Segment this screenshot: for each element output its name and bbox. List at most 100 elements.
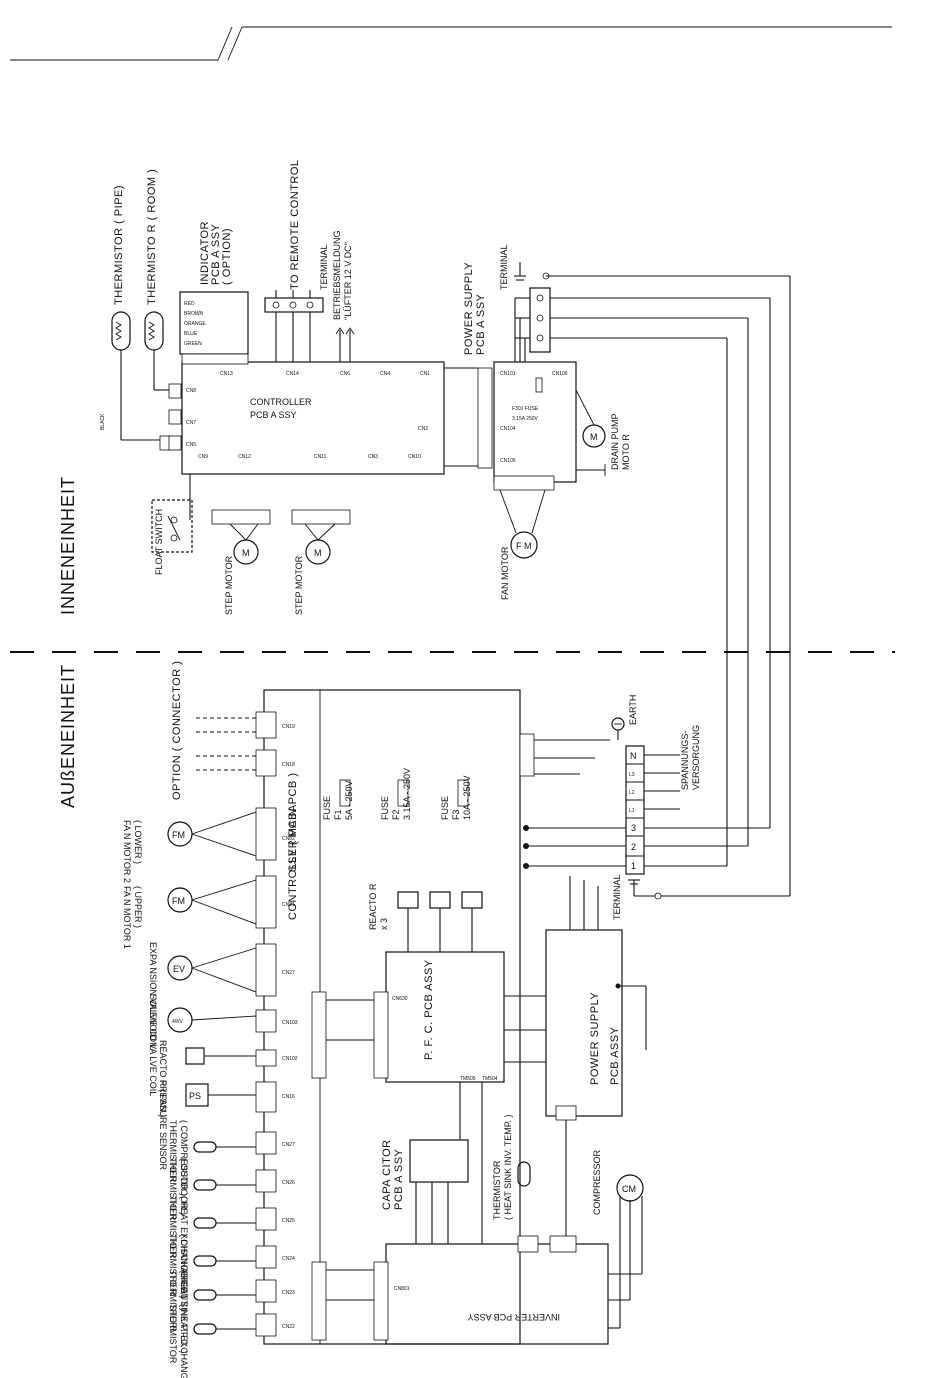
svg-text:CN25: CN25: [282, 1218, 295, 1224]
fuse-f1-label: FUSEF15A - 250V: [322, 780, 354, 820]
indoor-power-supply-label: POWER SUPPLYPCB A SSY: [463, 262, 487, 355]
svg-text:CN10: CN10: [408, 454, 421, 460]
main-pcb-label: SSY ( MAIN PCB ): [287, 773, 299, 872]
svg-text:CN3: CN3: [368, 454, 378, 460]
svg-text:CN8: CN8: [186, 388, 196, 394]
svg-text:F M: F M: [516, 541, 532, 551]
svg-text:CN16: CN16: [282, 1094, 295, 1100]
indoor-fan-motor: F M: [493, 475, 555, 559]
svg-text:CN24: CN24: [282, 1256, 295, 1262]
svg-text:CN11: CN11: [314, 454, 327, 460]
option-connectors: CN19 CN18: [196, 711, 295, 777]
indoor-power-supply-pcb: CN101 CN104 CN105 CN106 F301 FUSE 3.15A …: [477, 361, 577, 483]
outdoor-cn101: [519, 733, 626, 869]
indicator-label: INDICATORPCB A SSY( OPTION): [199, 221, 233, 285]
indoor-title: INNENEINHEIT: [58, 476, 78, 615]
float-switch: [151, 474, 193, 553]
svg-text:CM: CM: [622, 1184, 636, 1194]
fuse-f3-label: FUSEF310A - 250V: [440, 775, 472, 820]
svg-text:CN18: CN18: [282, 762, 295, 768]
svg-text:CN2: CN2: [418, 426, 428, 432]
svg-text:FM: FM: [172, 896, 185, 906]
svg-text:L1: L1: [629, 808, 635, 814]
outdoor-title: AUßENEINHEIT: [58, 664, 78, 808]
svg-text:M: M: [590, 432, 598, 442]
header-rule: [10, 26, 892, 61]
svg-text:CN81: CN81: [282, 902, 295, 908]
inverter-pcb: CN801: [385, 1243, 609, 1345]
svg-text:4WV: 4WV: [172, 1019, 184, 1025]
thermistor-compressor-label: THERMISTO R( COMPRESSOR ): [168, 1120, 189, 1196]
pfc-label: P. F. C. PCB ASSY: [423, 959, 435, 1060]
outdoor-controller-pcb: CONTROLLER PCBA SSY ( MAIN PCB ): [263, 689, 521, 1345]
betriebsmeldung-label: BETRIEBSMELDUNG"LÜFTER 12 V DC": [332, 230, 353, 320]
svg-text:BLACK: BLACK: [100, 413, 106, 430]
thermistor-discharge-label: THERMISTO R( DISCHARGE ): [168, 1234, 189, 1299]
heatsink-thermistor: [517, 1161, 577, 1253]
capacitor-label: CAPA CITORPCB A SSY: [381, 1139, 405, 1210]
svg-text:BROWN: BROWN: [184, 311, 204, 317]
compressor: CM: [608, 1174, 644, 1329]
svg-text:CN14: CN14: [286, 371, 299, 377]
step-motor-2-label: STEP MOTOR: [294, 555, 304, 615]
remote-control-label: TO REMOTE CONTROL: [289, 159, 301, 290]
fan-motor-1-label: FA N MOTOR 1( UPPER ): [122, 886, 143, 949]
svg-text:CN5: CN5: [186, 442, 196, 448]
svg-text:CN106: CN106: [552, 371, 568, 377]
indoor-left-pins: [159, 383, 182, 451]
svg-text:3.15A 250V: 3.15A 250V: [512, 416, 539, 422]
step-motor-1: M: [211, 509, 271, 565]
svg-text:CN19: CN19: [282, 724, 295, 730]
heatsink-thermistor-label: THERMISTOR( HEAT SINK INV. TEMP. ): [492, 1114, 513, 1220]
remote-control-terminal: [264, 290, 324, 362]
terminal-remote-label: TERMINAL: [319, 244, 329, 290]
svg-text:EV: EV: [173, 964, 185, 974]
main-terminal-block: N L3 L2 L1 3 2 1: [625, 745, 790, 900]
svg-text:1: 1: [631, 861, 636, 871]
svg-text:CN104: CN104: [500, 426, 516, 432]
thermistor-outdoor-label: THERMISTO R( OUTDOOR ): [168, 1158, 189, 1220]
outdoor-component-list: FM CN82 FM CN81 EV CN27 4WV CN103 CN102 …: [167, 807, 298, 1337]
pressure-sensor-label: PRESSURE SENSOR: [158, 1080, 168, 1171]
outdoor-power-supply-pcb: [545, 929, 623, 1121]
inverter-label: INVERTER PCB ASSY: [468, 1312, 560, 1322]
step-motor-2: M: [291, 509, 351, 565]
thermistor-room: [144, 311, 169, 391]
svg-text:3: 3: [631, 823, 636, 833]
step-motor-1-label: STEP MOTOR: [224, 555, 234, 615]
pfc-pcb: CN630 TM505 TM504: [385, 951, 505, 1083]
svg-text:CN27: CN27: [282, 970, 295, 976]
svg-text:M: M: [314, 548, 322, 558]
indicator-pcb: RED BROWN ORANGE BLUE GREEN: [179, 291, 249, 365]
indoor-terminal-block: [514, 262, 791, 896]
solenoid-valve-label: SOLENOID VA LVE COIL: [148, 994, 158, 1096]
svg-text:CN9: CN9: [198, 454, 208, 460]
spannung-label: SPANNUNGS-VERSORGUNG: [680, 725, 701, 790]
reactor-fan-label: REACTO R ( FAN ): [158, 1040, 168, 1117]
svg-text:F301 FUSE: F301 FUSE: [512, 406, 539, 412]
svg-text:N: N: [630, 751, 637, 761]
svg-text:2: 2: [631, 842, 636, 852]
svg-text:FM: FM: [172, 830, 185, 840]
svg-text:ORANGE: ORANGE: [184, 321, 206, 327]
betriebsmeldung-terminal: [335, 327, 355, 362]
reactor-label: REACTO Rx 3: [368, 883, 389, 930]
svg-text:RED: RED: [184, 301, 195, 307]
svg-text:TM504: TM504: [482, 1076, 498, 1082]
float-switch-label: FLOAT SWITCH: [154, 509, 164, 575]
thermistor-hx-out-label: THERMISTO R( HEAT EXCHANGER OUT ): [168, 1196, 189, 1311]
earth-label: EARTH: [628, 695, 638, 725]
compressor-label: COMPRESSOR: [592, 1149, 602, 1215]
indoor-fan-motor-label: FAN MOTOR: [500, 546, 510, 600]
svg-text:L2: L2: [629, 790, 635, 796]
svg-text:CN4: CN4: [380, 371, 390, 377]
fuse-f2-label: FUSEF23.15A - 250V: [380, 768, 412, 820]
svg-text:CN801: CN801: [394, 1286, 410, 1292]
svg-text:L3: L3: [629, 772, 635, 778]
expansion-valve-label: EXPA NSION VALVE COIL: [148, 942, 158, 1050]
svg-text:CN13: CN13: [220, 371, 233, 377]
earth-symbol: [611, 717, 625, 740]
thermistor-hx-mid-label: THERMISTOR( HEAT EXCHANGER MID. ): [168, 1304, 189, 1378]
